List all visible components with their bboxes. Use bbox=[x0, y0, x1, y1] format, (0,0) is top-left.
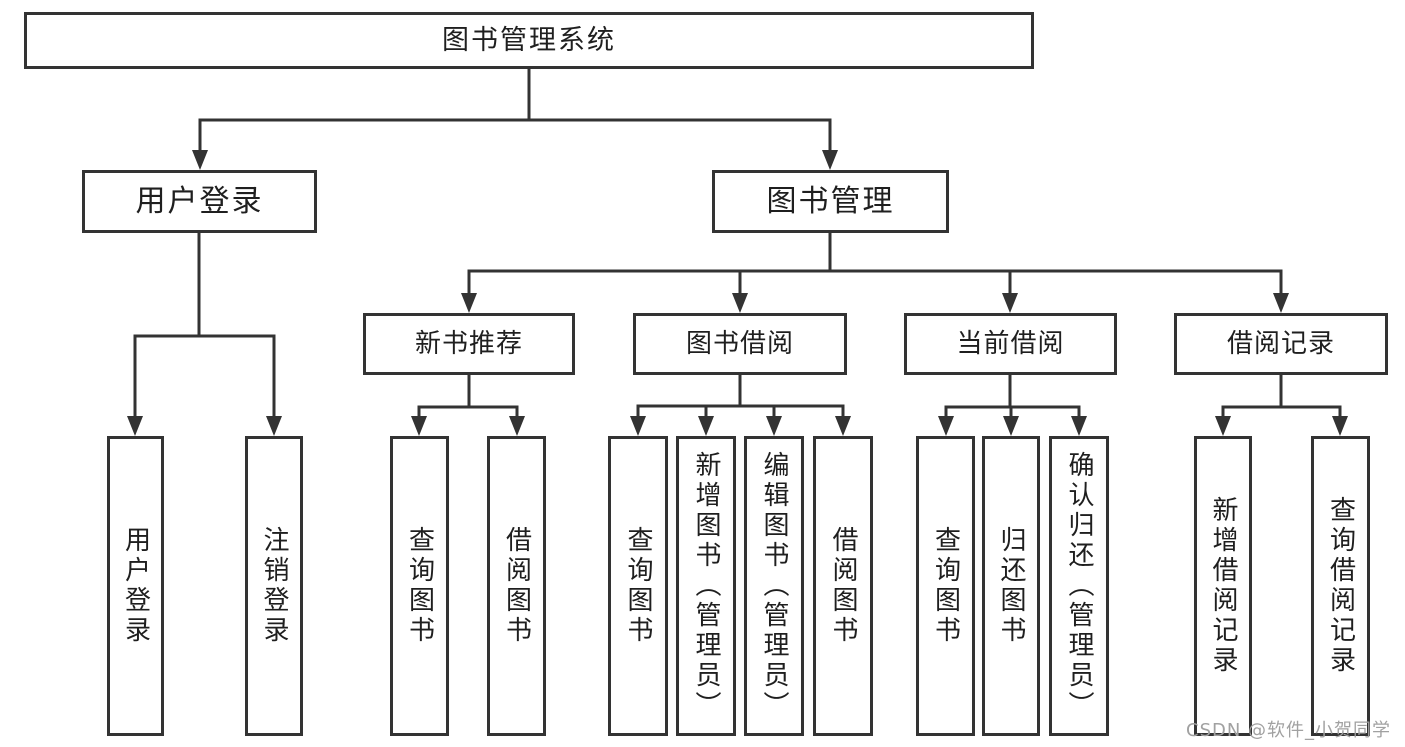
watermark: CSDN @软件_小贺同学 bbox=[1186, 720, 1392, 741]
connector-book-management bbox=[461, 231, 1289, 313]
node-query-books-1: 查询图书 bbox=[390, 436, 449, 736]
node-borrow-books-2: 借阅图书 bbox=[813, 436, 873, 736]
connector-current-borrow bbox=[938, 373, 1087, 436]
node-book-borrow: 图书借阅 bbox=[633, 313, 847, 375]
node-user-login-leaf: 用户登录 bbox=[107, 436, 164, 736]
node-book-management: 图书管理 bbox=[712, 170, 949, 233]
connector-borrow-records bbox=[1215, 373, 1348, 436]
node-add-borrow-record: 新增借阅记录 bbox=[1194, 436, 1252, 736]
node-confirm-return-admin: 确认归还（管理员） bbox=[1049, 436, 1109, 736]
node-add-book-admin: 新增图书（管理员） bbox=[676, 436, 736, 736]
node-borrow-books-1: 借阅图书 bbox=[487, 436, 546, 736]
node-library-system: 图书管理系统 bbox=[24, 12, 1034, 69]
connector-root bbox=[192, 67, 838, 170]
connector-new-book-recommend bbox=[411, 373, 525, 436]
node-new-book-recommend: 新书推荐 bbox=[363, 313, 575, 375]
node-logout: 注销登录 bbox=[245, 436, 303, 736]
node-return-books: 归还图书 bbox=[982, 436, 1040, 736]
connector-user-login bbox=[127, 231, 282, 436]
node-current-borrow: 当前借阅 bbox=[904, 313, 1117, 375]
node-borrow-records: 借阅记录 bbox=[1174, 313, 1388, 375]
node-query-borrow-record: 查询借阅记录 bbox=[1311, 436, 1370, 736]
node-edit-book-admin: 编辑图书（管理员） bbox=[744, 436, 804, 736]
node-user-login: 用户登录 bbox=[82, 170, 317, 233]
connector-book-borrow bbox=[630, 373, 851, 436]
node-query-books-3: 查询图书 bbox=[916, 436, 975, 736]
node-query-books-2: 查询图书 bbox=[608, 436, 668, 736]
